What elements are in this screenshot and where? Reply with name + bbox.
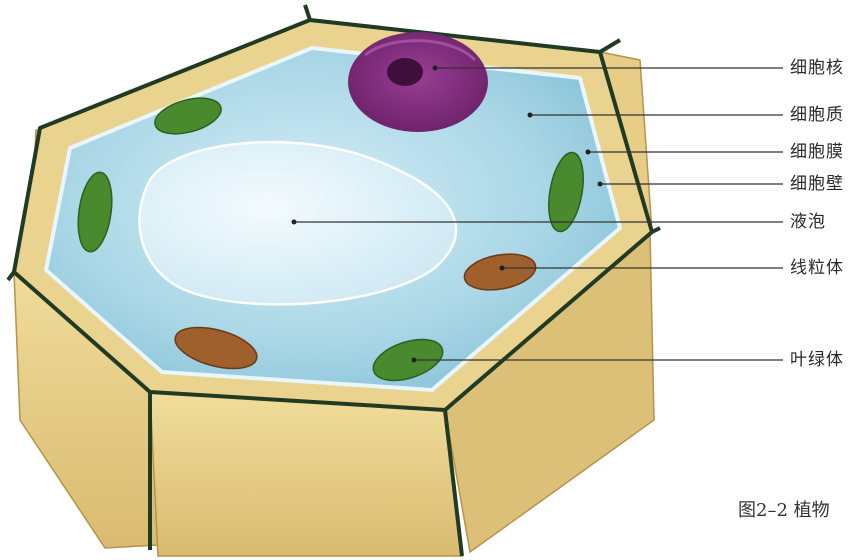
label-cell-membrane: 细胞膜 bbox=[790, 142, 844, 162]
label-mitochondrion: 线粒体 bbox=[790, 258, 844, 278]
figure-caption: 图2–2 植物 bbox=[738, 500, 830, 522]
label-chloroplast: 叶绿体 bbox=[790, 350, 844, 370]
label-cytoplasm: 细胞质 bbox=[790, 105, 844, 125]
label-vacuole: 液泡 bbox=[790, 212, 826, 232]
label-cell-wall: 细胞壁 bbox=[790, 174, 844, 194]
nucleus-shape bbox=[348, 32, 488, 132]
label-nucleus: 细胞核 bbox=[790, 58, 844, 78]
